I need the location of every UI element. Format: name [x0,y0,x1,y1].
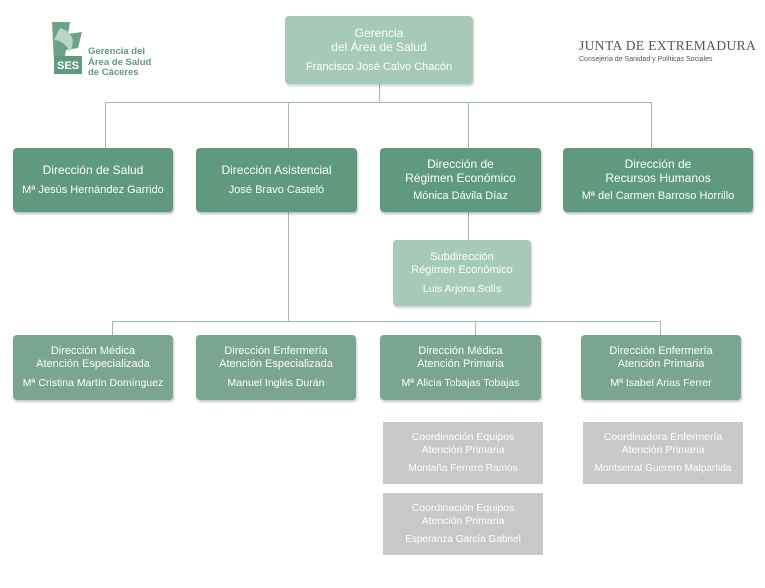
ses-name-line-2: Área de Salud [88,56,152,68]
ses-name-line-1: Gerencia del [88,46,146,57]
node-person: Montaña Ferrero Ramos [408,462,518,474]
node-person: Montserrat Guerero Malpartida [594,462,732,474]
direccion-regimen-economico-node: Dirección de Régimen Económico Mónica Dá… [380,148,541,212]
node-title: Régimen Económico [411,263,513,276]
node-person: Mª del Carmen Barroso Horrillo [581,190,735,203]
node-person: Mª Isabel Arias Ferrer [610,377,712,390]
node-title: Dirección Médica [418,345,503,358]
node-title: Coordinación Equipos [411,431,515,444]
node-title: Atención Primaria [421,515,505,527]
coordinacion-equipos-node: Coordinación Equipos Atención Primaria M… [383,422,543,484]
node-person: Francisco José Calvo Chacón [305,61,453,74]
coordinadora-enfermeria-node: Coordinadora Enfermería Atención Primari… [583,422,743,484]
direccion-medica-especializada-node: Dirección Médica Atención Especializada … [13,335,173,400]
connector [112,321,113,335]
node-title: Atención Primaria [621,444,705,456]
node-title: Subdirección [430,250,494,263]
node-title: Dirección Médica [50,345,136,358]
connector [651,102,652,148]
node-title: Régimen Económico [405,170,516,185]
direccion-enfermeria-especializada-node: Dirección Enfermería Atención Especializ… [196,335,356,400]
node-title: Atención Primaria [417,358,504,371]
node-person: José Bravo Casteló [228,184,325,197]
ses-name-line-3: de Cáceres [88,67,139,79]
ses-logo: SES [52,22,82,74]
coordinacion-equipos-node: Coordinación Equipos Atención Primaria E… [383,493,543,555]
connector [475,321,476,335]
node-title: Dirección de [427,156,494,171]
node-title: Gerencia [354,25,404,40]
connector [379,84,380,102]
direccion-medica-primaria-node: Dirección Médica Atención Primaria Mª Al… [380,335,541,400]
node-title: Dirección Enfermería [224,345,328,358]
leaf-icon [54,28,73,52]
node-title: Atención Especializada [36,358,150,371]
node-title: Coordinación Equipos [411,502,515,515]
node-title: Recursos Humanos [605,170,711,185]
connector [105,102,652,103]
node-title: Coordinadora Enfermería [603,431,723,444]
junta-title: JUNTA DE EXTREMADURA [579,38,757,53]
connector [112,321,661,322]
node-person: Mª Alicia Tobajas Tobajas [401,377,520,390]
connector [660,321,661,335]
node-title: Atención Primaria [617,358,705,371]
connector [288,102,289,148]
node-person: Mª Cristina Martín Domínguez [22,377,164,390]
connector [288,212,289,322]
gerencia-node: Gerencia del Área de Salud Francisco Jos… [285,16,473,84]
direccion-recursos-humanos-node: Dirección de Recursos Humanos Mª del Car… [563,148,753,212]
node-title: del Área de Salud [331,39,427,54]
direccion-salud-node: Dirección de Salud Mª Jesús Hernández Ga… [13,148,173,212]
connector [468,212,469,240]
node-person: Manuel Inglés Durán [227,377,325,390]
junta-subtitle: Consejería de Sanidad y Políticas Social… [579,56,713,63]
node-title: Atención Especializada [219,358,333,371]
connector [468,102,469,148]
ses-name: Gerencia del Área de Salud de Cáceres [88,46,152,79]
connector [105,102,106,148]
node-title: Dirección Enfermería [609,345,713,358]
node-person: Mª Jesús Hernández Garrido [22,184,164,197]
ses-mark: SES [57,60,79,72]
node-title: Dirección Asistencial [221,162,332,177]
node-person: Mónica Dávila Díaz [413,190,508,203]
node-person: Luis Arjona Solís [422,282,502,295]
direccion-asistencial-node: Dirección Asistencial José Bravo Casteló [196,148,357,212]
node-title: Atención Primaria [421,444,505,456]
subdireccion-regimen-economico-node: Subdirección Régimen Económico Luis Arjo… [393,240,531,306]
ses-badge [54,56,82,74]
node-title: Dirección de [624,156,692,171]
node-title: Dirección de Salud [42,162,144,177]
direccion-enfermeria-primaria-node: Dirección Enfermería Atención Primaria M… [581,335,741,400]
node-person: Esperanza García Gabriel [405,533,521,545]
